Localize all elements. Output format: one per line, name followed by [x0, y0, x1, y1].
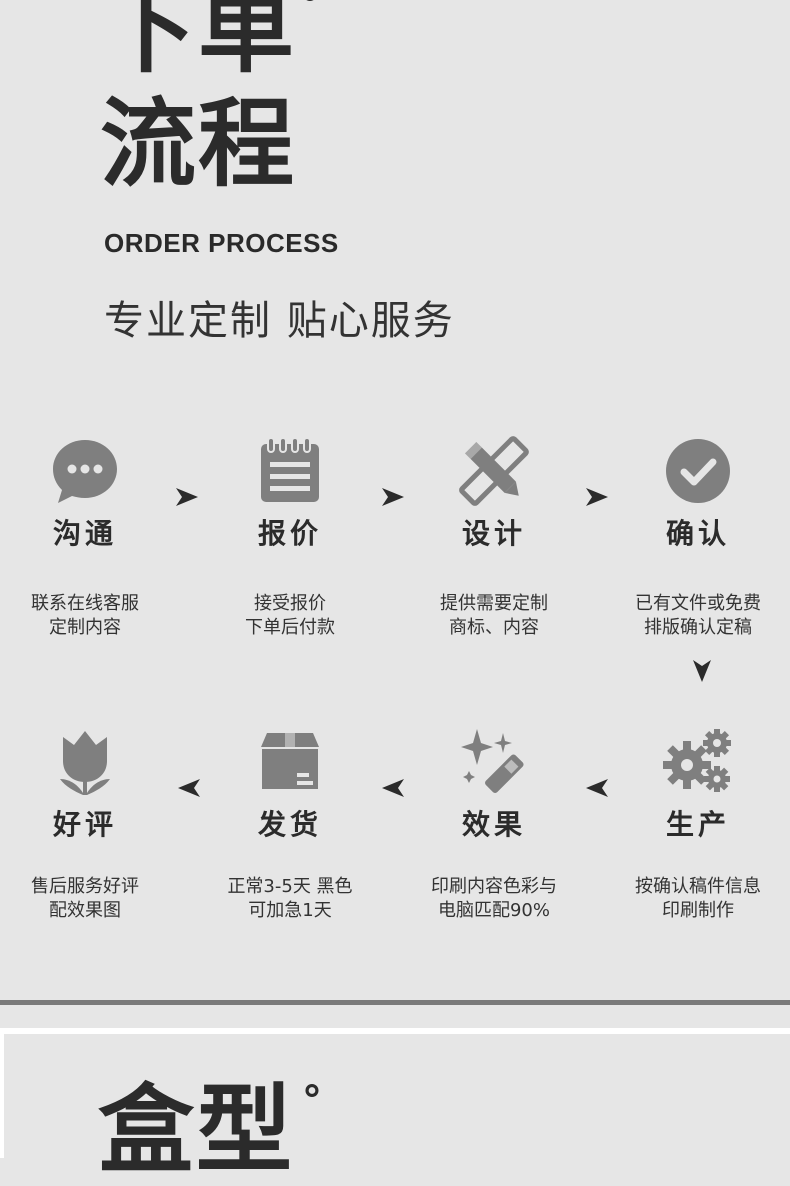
page-title-line1: 下单 [100, 0, 296, 86]
step-desc-design: 提供需要定制商标、内容 [440, 593, 548, 638]
notepad-icon [255, 436, 325, 506]
step-desc-ship: 正常3-5天 黑色可加急1天 [227, 876, 353, 921]
arrow-down-icon [693, 660, 711, 682]
page-title-line2: 流程 [100, 88, 296, 200]
step-desc-communicate: 联系在线客服定制内容 [31, 593, 139, 638]
checkmark-icon [663, 436, 733, 506]
chat-bubble-icon [50, 436, 120, 506]
step-title: 沟通 [52, 517, 117, 550]
step-title: 确认 [665, 517, 730, 550]
step-produce: 生产 [608, 727, 788, 843]
step-communicate: 沟通 [0, 436, 175, 552]
next-section-title: 盒型 [98, 1074, 294, 1186]
next-section: 盒型 ° [0, 1034, 790, 1178]
subtitle-en: ORDER PROCESS [104, 228, 339, 258]
step-confirm: 确认 [608, 436, 788, 552]
step-design: 设计 [404, 436, 584, 552]
step-effect: 效果 [404, 727, 584, 843]
arrow-right-icon [586, 488, 608, 506]
degree-mark: ° [300, 0, 320, 28]
step-title: 好评 [52, 808, 117, 841]
tulip-icon [50, 727, 120, 797]
step-quote: 报价 [200, 436, 380, 552]
sparkle-wand-icon [459, 727, 529, 797]
arrow-left-icon [586, 779, 608, 797]
step-ship: 发货 [200, 727, 380, 843]
step-title: 效果 [461, 808, 526, 841]
degree-mark: ° [302, 1078, 322, 1124]
step-title: 设计 [461, 517, 526, 550]
step-title: 发货 [257, 808, 322, 841]
subtitle-cn: 专业定制 贴心服务 [104, 298, 455, 344]
step-desc-produce: 按确认稿件信息印刷制作 [635, 876, 761, 921]
step-desc-confirm: 已有文件或免费排版确认定稿 [635, 593, 761, 638]
step-desc-effect: 印刷内容色彩与电脑匹配90% [431, 876, 557, 921]
arrow-left-icon [178, 779, 200, 797]
step-desc-quote: 接受报价下单后付款 [245, 593, 335, 638]
step-review: 好评 [0, 727, 175, 843]
step-title: 生产 [665, 808, 730, 841]
pencil-ruler-icon [459, 436, 529, 506]
arrow-right-icon [382, 488, 404, 506]
step-desc-review: 售后服务好评配效果图 [31, 876, 139, 921]
step-title: 报价 [257, 517, 322, 550]
box-icon [255, 727, 325, 797]
gears-icon [663, 727, 733, 797]
section-divider-light [0, 1028, 790, 1034]
section-divider [0, 1000, 790, 1005]
arrow-right-icon [176, 488, 198, 506]
arrow-left-icon [382, 779, 404, 797]
